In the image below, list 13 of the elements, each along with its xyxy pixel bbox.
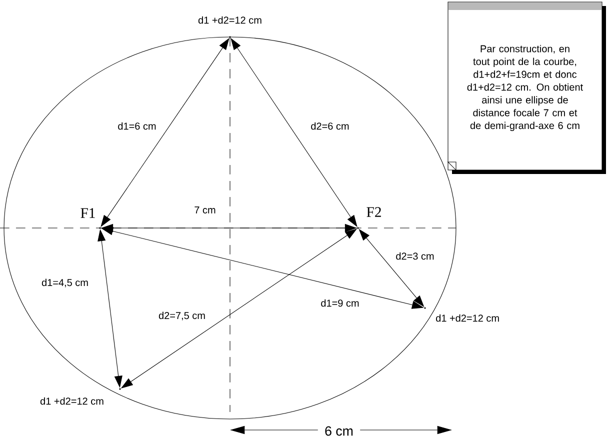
point-label: d1 +d2=12 cm	[198, 16, 262, 24]
edge-label: d1=4,5 cm	[42, 278, 88, 288]
edge-label: d2=7,5 cm	[158, 312, 205, 320]
edge-label: d1=6 cm	[118, 122, 156, 130]
edge-label: 7 cm	[194, 206, 216, 214]
point-label: F1	[80, 208, 95, 218]
point-label: F2	[366, 207, 381, 217]
point-label: d1 +d2=12 cm	[40, 397, 104, 405]
dimension-label: 6 cm	[318, 424, 360, 438]
point-label: d1 +d2=12 cm	[436, 314, 499, 322]
edge-label: d1=9 cm	[321, 299, 359, 307]
edge-label: d2=3 cm	[396, 252, 434, 260]
edge-label: d2=6 cm	[311, 122, 349, 130]
